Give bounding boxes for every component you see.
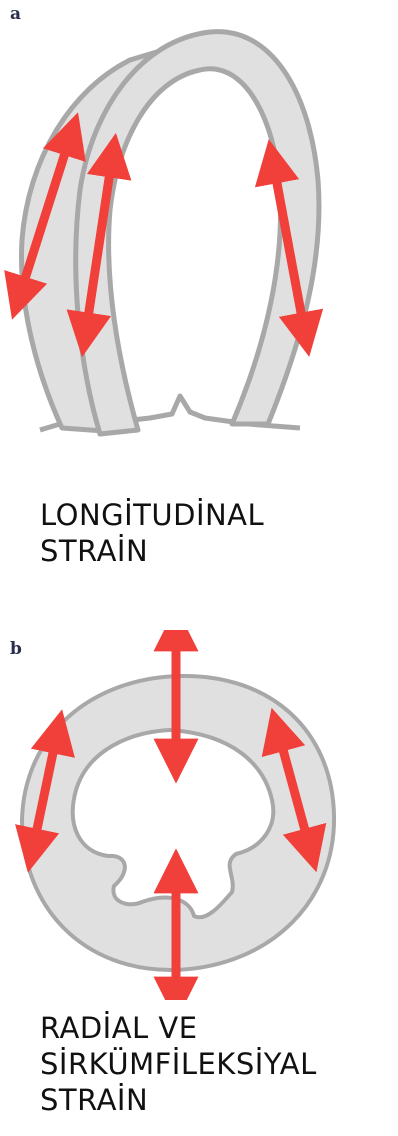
radial-circumferential-diagram	[0, 630, 398, 1000]
caption-b-line2: SİRKÜMFİLEKSİYAL	[40, 1046, 317, 1082]
caption-b: RADİAL VE SİRKÜMFİLEKSİYAL STRAİN	[40, 1010, 317, 1118]
caption-b-line3: STRAİN	[40, 1082, 317, 1118]
caption-a-line2: STRAİN	[40, 533, 264, 569]
caption-b-line1: RADİAL VE	[40, 1010, 317, 1046]
caption-a: LONGİTUDİNAL STRAİN	[40, 497, 264, 569]
longitudinal-heart-diagram	[0, 0, 398, 470]
caption-a-line1: LONGİTUDİNAL	[40, 497, 264, 533]
